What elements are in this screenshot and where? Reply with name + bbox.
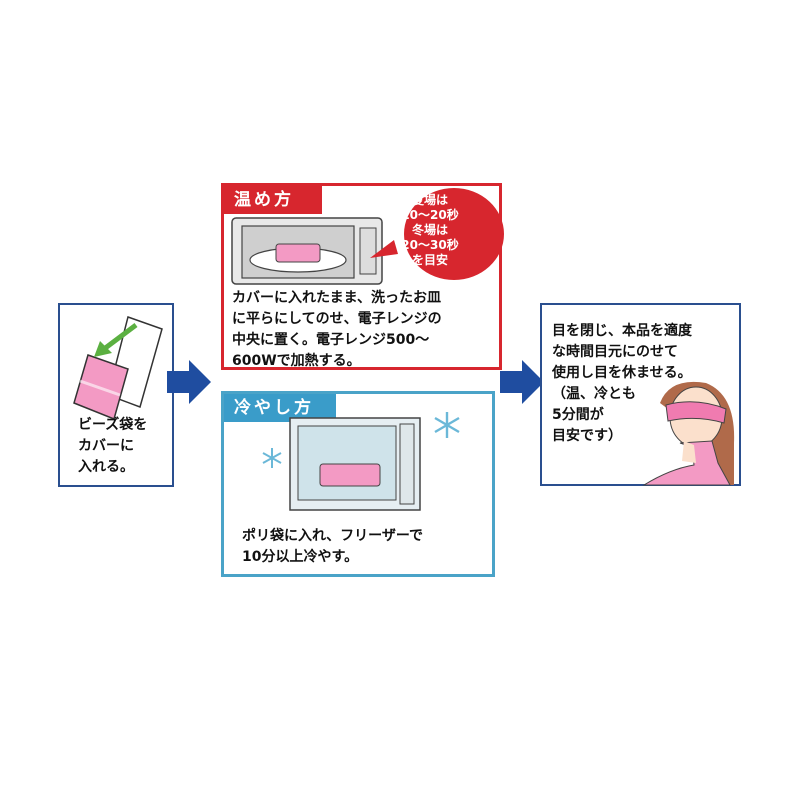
beads-bag-icon (73, 316, 163, 421)
step-use-box: 目を閉じ、本品を適度 な時間目元にのせて 使用し目を休ませる。 （温、冷とも 5… (540, 303, 741, 486)
snowflake-icon (434, 412, 460, 438)
snowflake-icon (262, 448, 282, 468)
warming-tab: 温め方 (224, 186, 322, 214)
step-use-text: 目を閉じ、本品を適度 な時間目元にのせて 使用し目を休ませる。 （温、冷とも 5… (552, 323, 692, 444)
cooling-text: ポリ袋に入れ、フリーザーで 10分以上冷やす。 (242, 528, 424, 565)
cooling-method-box: 冷やし方 ポリ袋に入れ、フリーザーで 10分以上冷やす。 (221, 391, 495, 577)
arrow-right-icon (167, 360, 211, 404)
warming-method-box: 温め方 カバーに入れたまま、洗ったお皿 に平らにしてのせ、電子レンジの 中央に置… (221, 183, 504, 370)
arrow-right-icon (500, 360, 544, 404)
freezer-icon (289, 417, 421, 511)
step-insert-text: ビーズ袋を カバーに 入れる。 (78, 417, 148, 475)
eye-mask-person-icon (642, 381, 735, 486)
microwave-icon (231, 217, 383, 285)
time-bubble-icon (370, 188, 504, 280)
warming-text: カバーに入れたまま、洗ったお皿 に平らにしてのせ、電子レンジの 中央に置く。電子… (232, 290, 442, 369)
step-insert-box: ビーズ袋を カバーに 入れる。 (58, 303, 174, 487)
warming-time-note: 夏場は 10～20秒 冬場は 20～30秒 を目安 (401, 193, 459, 267)
